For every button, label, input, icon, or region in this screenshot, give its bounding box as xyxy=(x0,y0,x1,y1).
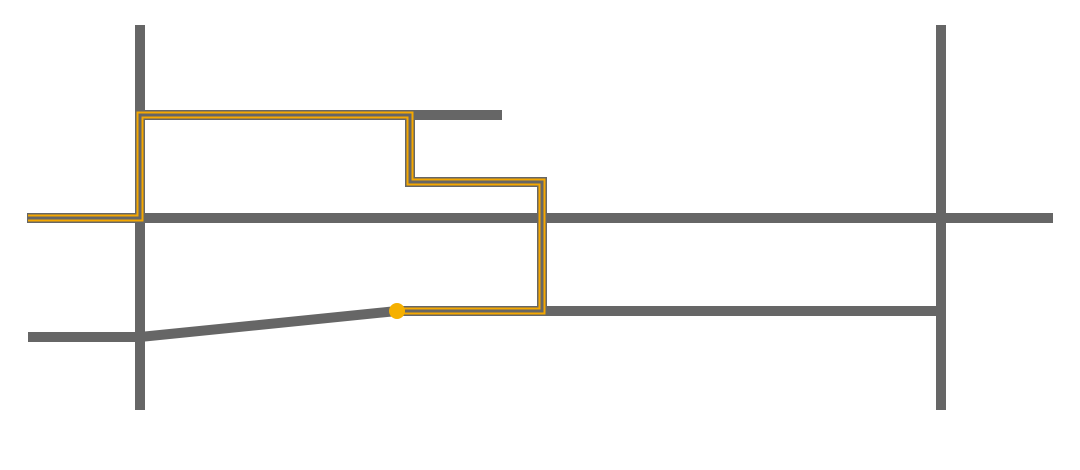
route-highlight xyxy=(28,111,546,315)
road-upper-block xyxy=(135,110,502,218)
route-path-inner xyxy=(28,116,541,310)
location-dot-icon[interactable] xyxy=(389,303,405,319)
road-upper-block-step xyxy=(405,115,547,311)
route-path xyxy=(28,111,546,315)
road-lower-left-diagonal xyxy=(28,306,398,342)
